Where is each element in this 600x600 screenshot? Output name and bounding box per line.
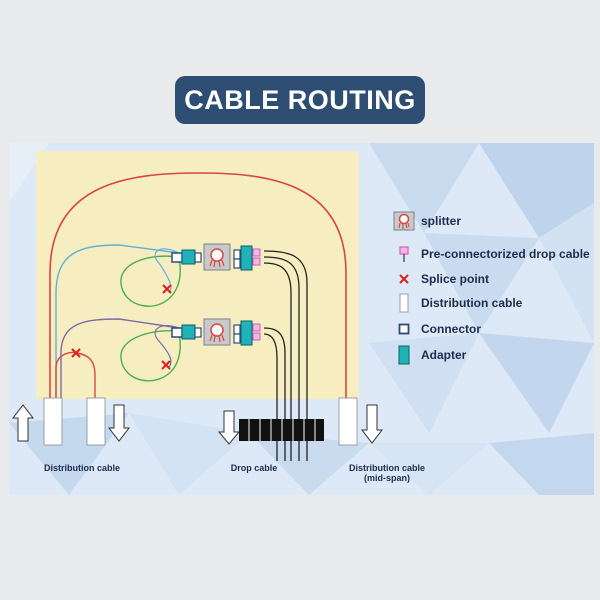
splitter-group-bottom: [171, 318, 261, 346]
distribution-cable-arc: [49, 172, 347, 398]
legend-item-connector: Connector: [391, 319, 481, 339]
blue-fiber: [55, 244, 180, 398]
arrow-down-icon: [107, 404, 131, 442]
legend-label: Splice point: [421, 272, 490, 286]
pre-connectorized-drop-cable-icon: [391, 244, 417, 264]
caption-distribution-cable-midspan: Distribution cable (mid-span): [327, 463, 447, 483]
title-badge: CABLE ROUTING: [175, 76, 425, 124]
connector-icon: [391, 319, 417, 339]
splitter-icon: [391, 211, 417, 231]
arrow-down-icon: [217, 410, 241, 445]
green-loop-bottom: [120, 330, 181, 382]
legend-item-drop-cable: Pre-connectorized drop cable: [391, 244, 590, 264]
splitter-group-top: [171, 243, 261, 271]
purple-fiber: [60, 318, 180, 398]
drop-cable-bundle: [263, 250, 308, 461]
cable-routing-diagram: [11, 151, 384, 461]
green-loop-top: [120, 255, 181, 307]
caption-drop-cable: Drop cable: [230, 463, 278, 473]
caption-distribution-cable: Distribution cable: [43, 463, 120, 473]
blue-loop-top: [154, 248, 180, 294]
legend-item-splice: Splice point: [391, 269, 489, 289]
legend-label: Connector: [421, 322, 481, 336]
purple-loop-bottom: [154, 325, 180, 368]
caption-line: (mid-span): [364, 473, 410, 483]
legend-item-splitter: splitter: [391, 211, 461, 231]
caption-line: Distribution cable: [348, 463, 425, 473]
diagram-panel: splitter Pre-connectorized drop cable Sp…: [9, 143, 594, 495]
splice-point-1: [162, 284, 172, 294]
drop-terminal-block: [239, 419, 324, 441]
page-title: CABLE ROUTING: [184, 84, 416, 115]
legend-label: splitter: [421, 214, 462, 228]
splice-point-2: [161, 360, 171, 370]
distribution-cable-icon: [391, 293, 417, 313]
legend-label: Distribution cable: [421, 296, 523, 310]
adapter-icon: [391, 345, 417, 365]
splice-point-3: [71, 348, 81, 358]
enclosure: [36, 151, 359, 399]
left-cable-end-2: [86, 397, 106, 446]
arrow-down-icon: [360, 404, 384, 444]
right-cable-end: [338, 397, 358, 446]
arrow-up-icon: [11, 404, 35, 442]
legend-label: Adapter: [421, 348, 467, 362]
left-cable-end-1: [43, 397, 63, 446]
splice-point-icon: [391, 269, 417, 289]
legend-label: Pre-connectorized drop cable: [421, 247, 590, 261]
legend-item-adapter: Adapter: [391, 345, 466, 365]
legend-item-distribution-cable: Distribution cable: [391, 293, 522, 313]
